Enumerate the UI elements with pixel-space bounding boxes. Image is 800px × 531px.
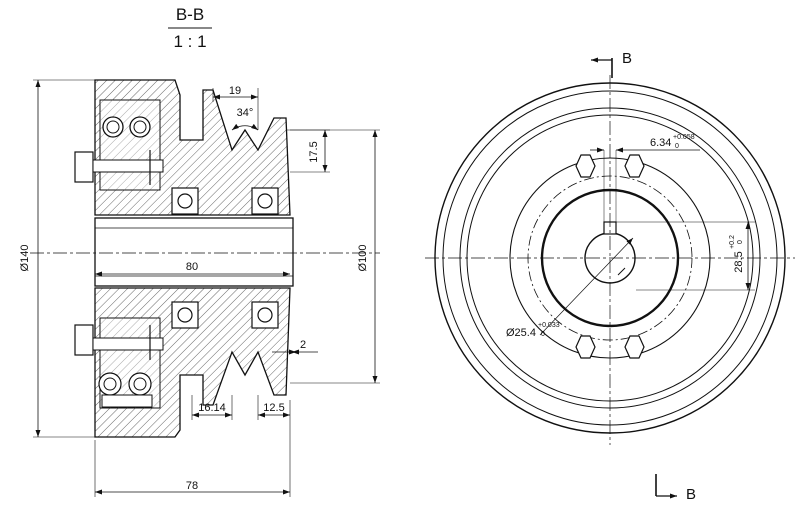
keyway-width-tol-lower: 0	[675, 143, 679, 150]
bearing-upper-left	[171, 187, 199, 215]
bore-tol-upper: +0.033	[538, 322, 560, 329]
key-depth-tol-upper: +0.2	[729, 235, 736, 249]
springs-lower	[98, 372, 153, 408]
bore-tol-lower: 0	[541, 331, 545, 338]
keyway-width: 6.34	[650, 137, 671, 149]
dim-17-5: 17.5	[308, 141, 320, 162]
dim-19: 19	[229, 85, 241, 97]
key-depth-tol-lower: 0	[737, 240, 744, 244]
bearing-upper-right	[251, 187, 279, 215]
front-view: B B 6.34 +0.058	[425, 50, 795, 503]
dim-16-14: 16.14	[198, 402, 226, 414]
hex-bolt-top-left	[575, 154, 596, 178]
dim-d100: Ø100	[357, 245, 369, 272]
screw-heads-upper	[102, 116, 151, 138]
dim-arc-34	[231, 123, 259, 131]
bolt-upper	[74, 150, 164, 185]
bearing-lower-right	[251, 301, 279, 329]
section-marker-bottom: B	[655, 474, 696, 503]
section-mark-top: B	[622, 50, 632, 67]
section-marker-top: B	[591, 50, 632, 78]
hex-bolt-top-right	[624, 154, 645, 178]
section-mark-bottom: B	[686, 486, 696, 503]
key-depth: 28.5	[733, 251, 745, 272]
dim-34deg: 34°	[237, 107, 254, 119]
bolt-lower	[74, 324, 164, 360]
dim-2: 2	[300, 339, 306, 351]
keyway-width-tol-upper: +0.058	[673, 134, 695, 141]
section-view: B-B 1 : 1	[19, 5, 380, 497]
section-title: B-B	[176, 5, 204, 24]
bore-diameter: Ø25.4	[506, 327, 536, 339]
dim-78: 78	[186, 480, 198, 492]
hex-bolts	[575, 154, 645, 359]
hex-bolt-bottom-right	[624, 335, 645, 359]
hex-bolt-bottom-left	[575, 335, 596, 359]
section-scale: 1 : 1	[173, 32, 206, 51]
dim-d140: Ø140	[19, 245, 31, 272]
bearing-lower-left	[171, 301, 199, 329]
dim-12-5: 12.5	[263, 402, 284, 414]
bore-leader	[539, 237, 634, 336]
dim-80: 80	[186, 261, 198, 273]
